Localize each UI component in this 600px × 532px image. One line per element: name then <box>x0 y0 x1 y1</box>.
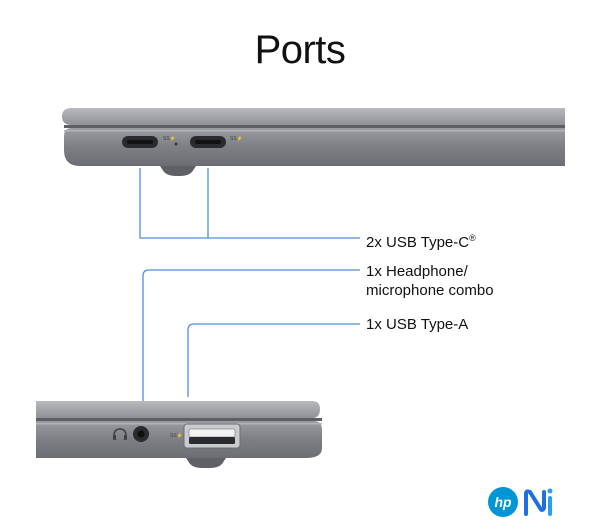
laptop-foot <box>160 166 196 176</box>
headphone-callout: 1x Headphone/ microphone combo <box>366 262 494 300</box>
headphone-jack-icon <box>133 426 149 442</box>
usb-c-port-icon <box>190 136 226 148</box>
ai-logo-icon <box>524 488 553 516</box>
svg-text:SS⚡: SS⚡ <box>170 432 183 439</box>
laptop-foot <box>186 458 226 468</box>
usb-c-callout: 2x USB Type-C® <box>366 229 476 252</box>
page-title: Ports <box>254 28 346 72</box>
hp-logo-icon: hp <box>488 487 518 517</box>
svg-text:hp: hp <box>494 494 512 510</box>
usb-c-callout-label: 2x USB Type-C <box>366 234 470 251</box>
headphone-callout-line2: microphone combo <box>366 282 494 299</box>
usb-a-port-icon <box>183 423 241 449</box>
registered-mark: ® <box>469 233 476 243</box>
headphone-callout-line1: 1x Headphone/ <box>366 263 468 280</box>
callout-lines <box>139 168 360 403</box>
usb-a-callout: 1x USB Type-A <box>366 316 469 333</box>
brand-logos: hp <box>488 487 553 517</box>
svg-text:SS⚡: SS⚡ <box>230 135 243 142</box>
svg-text:SS⚡: SS⚡ <box>163 135 176 142</box>
laptop-side-bottom: SS⚡ <box>36 401 322 468</box>
headphone-icon <box>113 428 127 440</box>
laptop-side-top: SS⚡ SS⚡ <box>62 108 565 176</box>
usb-c-port-icon <box>122 136 158 148</box>
